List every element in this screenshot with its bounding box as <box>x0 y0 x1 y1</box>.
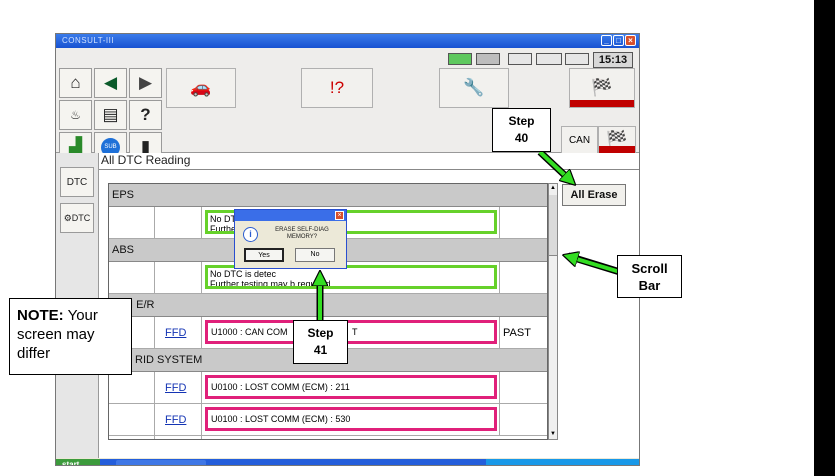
taskbar: start <box>56 459 639 465</box>
dtc-status: PAST <box>503 327 531 339</box>
wireless-status-icon <box>536 53 562 65</box>
back-arrow-icon[interactable]: ◀ <box>94 68 127 98</box>
close-button[interactable]: × <box>625 35 636 46</box>
red-indicator-bar <box>570 100 634 107</box>
vi-status-icon <box>448 53 472 65</box>
all-erase-button[interactable]: All Erase <box>562 184 626 206</box>
home-icon[interactable]: ⌂ <box>59 68 92 98</box>
vehicle-connect-icon[interactable]: 🚗 <box>166 68 236 108</box>
taskbar-window-item[interactable] <box>116 460 206 465</box>
maximize-button[interactable]: □ <box>613 35 624 46</box>
wrench-icon[interactable]: 🔧 <box>439 68 509 108</box>
dialog-no-button[interactable]: No <box>295 248 335 262</box>
page-title: All DTC Reading <box>101 153 191 167</box>
info-icon: i <box>243 227 258 242</box>
race-flags-small-icon[interactable]: 🏁 <box>598 126 636 154</box>
title-divider <box>99 169 639 170</box>
window-titlebar: CONSULT-III _ □ × <box>56 34 639 48</box>
help-icon[interactable]: ? <box>129 100 162 130</box>
table-row: FFD U0100 : LOST COMM (ECM) : 211 <box>109 372 547 404</box>
scroll-thumb[interactable] <box>549 195 557 256</box>
dialog-yes-button[interactable]: Yes <box>244 248 284 262</box>
dtc-code: U0100 : LOST COMM (ECM) : 530 <box>205 407 497 431</box>
dtc-code: U0100 : LOST COMM (ECM) : 211 <box>205 375 497 399</box>
scroll-up-icon[interactable]: ▲ <box>550 185 556 191</box>
ffd-link[interactable]: FFD <box>165 327 187 339</box>
diagnosis-icon[interactable]: !? <box>301 68 373 108</box>
lan-status-icon <box>508 53 532 65</box>
dialog-close-button[interactable]: × <box>335 211 344 220</box>
dialog-titlebar: × <box>235 210 346 221</box>
forward-arrow-icon[interactable]: ▶ <box>129 68 162 98</box>
start-button[interactable]: start <box>56 459 100 465</box>
list-item <box>109 436 547 439</box>
dtc-tab-icon[interactable]: DTC <box>60 167 94 197</box>
race-flags-icon[interactable]: 🏁 <box>569 68 635 108</box>
system-header-er: I E/R <box>109 294 547 317</box>
page-edge-bar <box>814 0 835 476</box>
dtc-erase-tab-icon[interactable]: ⚙DTC <box>60 203 94 233</box>
system-header-eps: EPS <box>109 184 547 207</box>
scroll-down-icon[interactable]: ▼ <box>550 431 556 437</box>
scrollbar-arrow-fill <box>570 257 621 274</box>
system-tray <box>486 459 639 465</box>
red-indicator-bar-small <box>599 146 635 153</box>
mi-status-icon <box>476 53 500 65</box>
print-settings-icon[interactable]: ♨ <box>59 100 92 130</box>
window-title: CONSULT-III <box>62 36 115 45</box>
printer-icon[interactable]: ▤ <box>94 100 127 130</box>
main-content: All DTC Reading EPS No DTC is detecFurth… <box>99 153 639 458</box>
mi-error-icon <box>565 53 589 65</box>
step40-arrow-fill <box>538 150 570 180</box>
table-row: FFD U0100 : LOST COMM (ECM) : 530 <box>109 404 547 436</box>
ffd-link[interactable]: FFD <box>165 382 187 394</box>
scrollbar[interactable]: ▲ ▼ <box>548 183 558 440</box>
clock: 15:13 <box>593 52 633 68</box>
ffd-link[interactable]: FFD <box>165 414 187 426</box>
minimize-button[interactable]: _ <box>601 35 612 46</box>
